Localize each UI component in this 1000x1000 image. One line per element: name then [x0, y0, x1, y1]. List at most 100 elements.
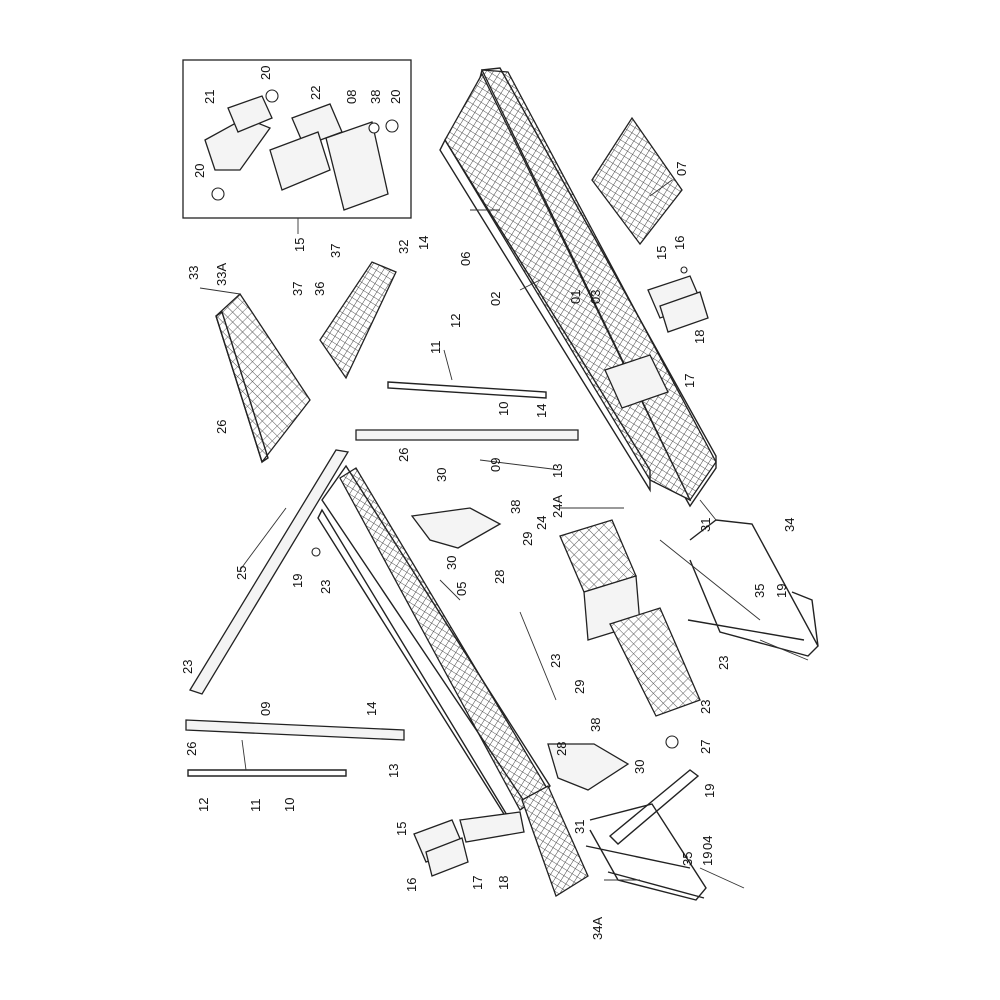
nut-19: [311, 547, 321, 557]
grate-36: [319, 261, 397, 380]
callout-13: 13: [550, 464, 565, 478]
callout-21: 21: [202, 90, 217, 104]
callout-30: 30: [632, 760, 647, 774]
callout-12: 12: [196, 798, 211, 812]
callout-26: 26: [184, 742, 199, 756]
callout-35: 35: [752, 584, 767, 598]
callout-31: 31: [572, 820, 587, 834]
callout-16: 16: [404, 878, 419, 892]
callout-33A: 33A: [214, 263, 229, 286]
inset-clamp: [269, 131, 331, 191]
inset-frame: [182, 59, 412, 219]
callout-34: 34: [782, 518, 797, 532]
callout-08: 08: [344, 90, 359, 104]
callout-28: 28: [492, 570, 507, 584]
callout-09: 09: [258, 702, 273, 716]
mount-15-right: [647, 266, 709, 333]
callout-07: 07: [674, 162, 689, 176]
callout-37: 37: [290, 282, 305, 296]
callout-37: 37: [328, 244, 343, 258]
bar-25: [189, 449, 350, 695]
callout-17: 17: [470, 876, 485, 890]
mount-15-left: [413, 819, 469, 877]
channel-09-lower: [185, 719, 405, 741]
inset-plate-top: [227, 95, 273, 133]
callout-05: 05: [454, 582, 469, 596]
callout-23: 23: [548, 654, 563, 668]
cap-27: [665, 735, 679, 749]
walkway-06-crossbeam: [604, 354, 669, 409]
callout-03: 03: [588, 290, 603, 304]
callout-27: 27: [698, 740, 713, 754]
callout-06: 06: [458, 252, 473, 266]
inset-nut-20-top: [265, 89, 279, 103]
callout-22: 22: [308, 86, 323, 100]
callout-04: 04: [700, 836, 715, 850]
bar-10-upper: [387, 381, 547, 399]
grate-33: [215, 293, 311, 464]
callout-29: 29: [520, 532, 535, 546]
callout-28: 28: [554, 742, 569, 756]
callout-23: 23: [318, 580, 333, 594]
callout-30: 30: [434, 468, 449, 482]
callout-13: 13: [386, 764, 401, 778]
callout-14: 14: [364, 702, 379, 716]
callout-20: 20: [192, 164, 207, 178]
callout-26: 26: [214, 420, 229, 434]
callout-23: 23: [180, 660, 195, 674]
bracket-28-upper: [410, 507, 502, 549]
callout-19: 19: [290, 574, 305, 588]
callout-32: 32: [396, 240, 411, 254]
callout-29: 29: [572, 680, 587, 694]
callout-38: 38: [508, 500, 523, 514]
bracket-28-lower: [547, 743, 630, 791]
callout-01: 01: [568, 290, 583, 304]
callout-34A: 34A: [590, 917, 605, 940]
leader-lines: [199, 179, 809, 889]
inset-nut-20-right: [385, 119, 399, 133]
walkway-06-side-rail: [439, 138, 651, 493]
callout-15: 15: [292, 238, 307, 252]
callout-19: 19: [702, 784, 717, 798]
callout-31: 31: [698, 518, 713, 532]
inset-detail-15: [182, 59, 412, 219]
callout-20: 20: [258, 66, 273, 80]
callout-23: 23: [698, 700, 713, 714]
bar-10-lower: [187, 769, 347, 777]
inset-washer-38: [368, 122, 380, 134]
channel-09-upper: [355, 429, 579, 441]
callout-33: 33: [186, 266, 201, 280]
callout-11: 11: [428, 341, 443, 355]
callout-25: 25: [234, 566, 249, 580]
callout-09: 09: [488, 458, 503, 472]
callout-14: 14: [534, 404, 549, 418]
callout-10: 10: [282, 798, 297, 812]
callout-labels: 20 21 22 08 38 20 20 15 07 33 33A 37 32 …: [180, 66, 797, 940]
callout-16: 16: [672, 236, 687, 250]
rod-19-04: [608, 769, 700, 845]
callout-35: 35: [680, 852, 695, 866]
callout-38: 38: [368, 90, 383, 104]
grate-07: [591, 116, 683, 246]
callout-26: 26: [396, 448, 411, 462]
callout-20: 20: [388, 90, 403, 104]
callout-38: 38: [588, 718, 603, 732]
callout-02: 02: [488, 292, 503, 306]
callout-24A: 24A: [550, 495, 565, 518]
callout-18: 18: [692, 330, 707, 344]
callout-15: 15: [654, 246, 669, 260]
walkway-05: [317, 464, 589, 897]
inset-plate-08: [325, 121, 389, 211]
callout-24: 24: [534, 516, 549, 530]
callout-14: 14: [416, 236, 431, 250]
callout-19: 19: [774, 584, 789, 598]
callout-15: 15: [394, 822, 409, 836]
walkway-06: [439, 67, 717, 508]
callout-10: 10: [496, 402, 511, 416]
callout-23: 23: [716, 656, 731, 670]
callout-30: 30: [444, 556, 459, 570]
callout-19: 19: [700, 852, 715, 866]
handrail-34A: [585, 803, 707, 901]
callout-18: 18: [496, 876, 511, 890]
